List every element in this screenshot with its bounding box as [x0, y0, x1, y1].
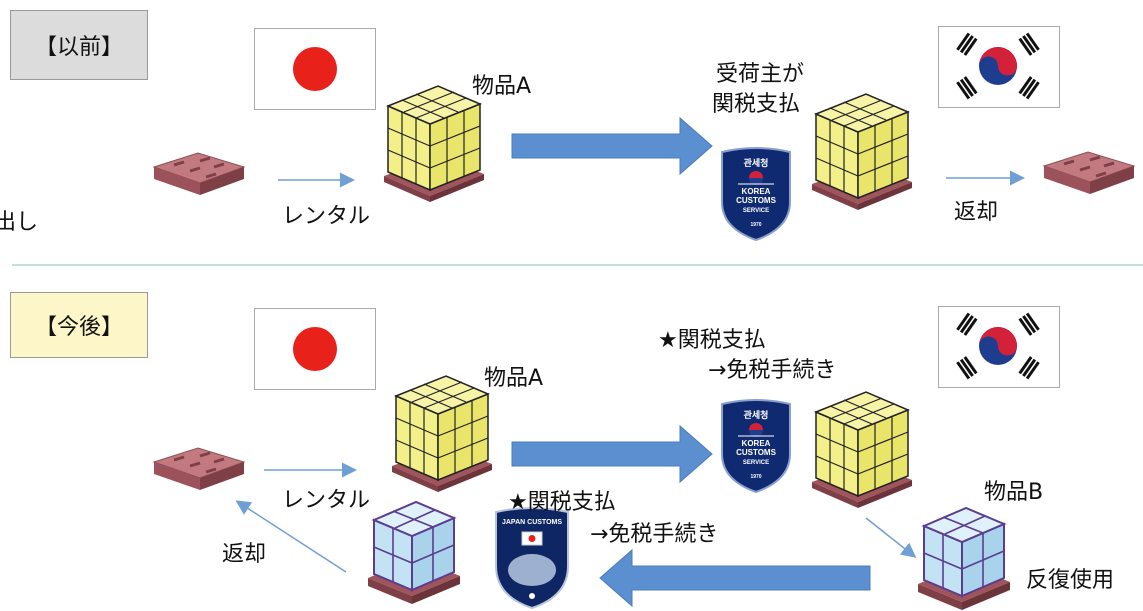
korea-badge-hangul-before: 관세청 [744, 157, 769, 168]
loaded-pallet-item-a-japan-after [391, 375, 493, 493]
korea-badge-line2-before: CUSTOMS [736, 196, 777, 205]
japan-note-line1: ★関税支払 [508, 490, 616, 515]
korea-badge-line1-after: KOREA [742, 439, 771, 448]
japan-flag-after [254, 308, 376, 390]
korea-badge-line1-before: KOREA [742, 187, 771, 196]
korea-flag-emblem-before [956, 32, 1040, 100]
return-label-after: 返却 [222, 542, 267, 567]
korea-badge-line3-after: SERVICE [743, 460, 769, 466]
return-arrow-after [235, 500, 347, 573]
return-label-before: 返却 [954, 200, 999, 225]
empty-pallet-end-before [1042, 150, 1136, 196]
japan-note-line2: →免税手続き [590, 522, 719, 547]
loaded-pallet-item-a-japan-before [383, 85, 485, 203]
korea-badge-line3-before: SERVICE [743, 208, 769, 214]
before-section-tag: 【以前】 [10, 10, 148, 80]
item-a-label-before: 物品A [472, 74, 532, 99]
korea-note-line1: ★関税支払 [658, 328, 766, 353]
empty-pallet-start-after [152, 446, 246, 492]
korea-badge-hangul-after: 관세청 [744, 409, 769, 420]
after-section-tag: 【今後】 [10, 292, 148, 358]
duty-line2-before: 関税支払 [712, 92, 801, 117]
loaded-pallet-item-b-korea [917, 507, 1011, 611]
loaded-pallet-item-a-korea-before [811, 93, 913, 211]
empty-pallet-start-before [152, 151, 246, 197]
shipping-arrow-before [511, 116, 713, 176]
shipping-arrow-after [511, 424, 713, 484]
return-shipping-arrow [599, 548, 871, 608]
reuse-arrow [865, 517, 917, 558]
cut-off-text: 出し [0, 210, 39, 235]
rental-label-before: レンタル [282, 204, 371, 229]
korea-flag-emblem-after [956, 312, 1040, 380]
reuse-label: 反復使用 [1026, 568, 1115, 593]
korea-badge-line2-after: CUSTOMS [736, 448, 777, 457]
korea-badge-year-before: 1970 [750, 222, 761, 228]
item-b-label: 物品B [984, 480, 1044, 505]
section-divider [12, 264, 1143, 266]
duty-line1-before: 受荷主が [716, 62, 805, 87]
korea-badge-year-after: 1970 [750, 474, 761, 480]
japan-flag-before [254, 28, 376, 110]
loaded-pallet-item-b-japan [367, 501, 461, 605]
korea-note-line2: →免税手続き [708, 358, 837, 383]
rental-label-after: レンタル [282, 488, 371, 513]
japan-badge-title: JAPAN CUSTOMS [502, 519, 562, 526]
loaded-pallet-item-a-korea-after [811, 391, 913, 509]
item-a-label-after: 物品A [484, 366, 544, 391]
